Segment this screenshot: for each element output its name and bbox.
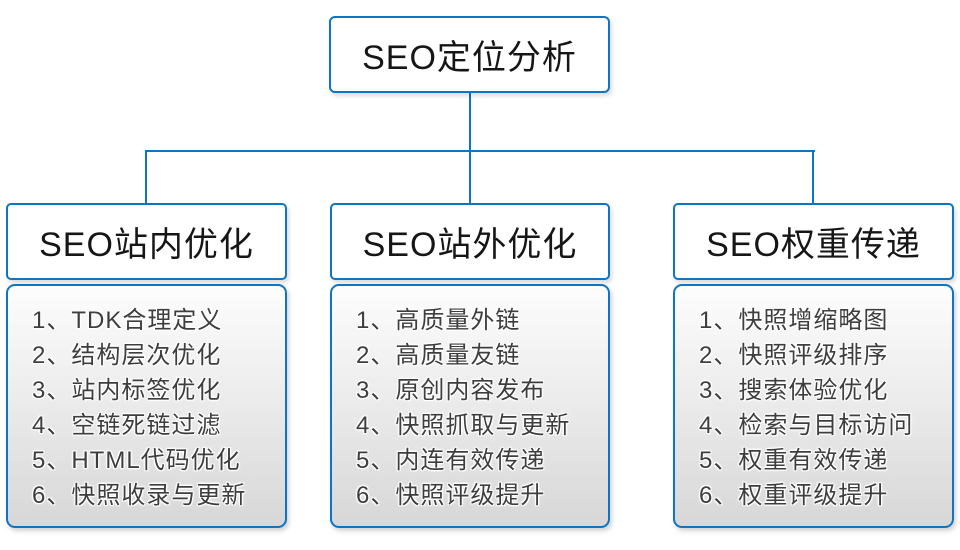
branch-list-weight: 1、快照增缩略图 2、快照评级排序 3、搜索体验优化 4、检索与目标访问 5、权… <box>673 284 954 528</box>
root-node: SEO定位分析 <box>329 16 610 93</box>
connector-horizontal <box>146 150 815 152</box>
list-item: 5、权重有效传递 <box>699 447 889 474</box>
branch-header-weight-label: SEO权重传递 <box>706 226 921 264</box>
branch-list-onsite: 1、TDK合理定义 2、结构层次优化 3、站内标签优化 4、空链死链过滤 5、H… <box>6 284 287 528</box>
root-node-label: SEO定位分析 <box>362 39 577 77</box>
list-item: 3、原创内容发布 <box>356 377 546 404</box>
branch-header-offsite-label: SEO站外优化 <box>362 226 578 264</box>
branch-header-onsite-label: SEO站内优化 <box>39 226 254 264</box>
list-item: 4、检索与目标访问 <box>699 412 914 439</box>
list-item: 2、高质量友链 <box>356 342 521 369</box>
list-item: 1、TDK合理定义 <box>32 307 223 334</box>
list-item: 1、快照增缩略图 <box>699 307 889 334</box>
list-item: 6、权重评级提升 <box>699 482 889 509</box>
list-item: 2、快照评级排序 <box>699 342 889 369</box>
list-item: 4、空链死链过滤 <box>32 412 222 439</box>
connector-drop-right <box>812 150 814 203</box>
list-item: 4、快照抓取与更新 <box>356 412 571 439</box>
branch-list-offsite: 1、高质量外链 2、高质量友链 3、原创内容发布 4、快照抓取与更新 5、内连有… <box>330 284 610 528</box>
branch-header-onsite: SEO站内优化 <box>6 203 287 280</box>
list-item: 6、快照评级提升 <box>356 482 546 509</box>
connector-drop-left <box>145 150 147 203</box>
list-item: 6、快照收录与更新 <box>32 482 247 509</box>
list-item: 1、高质量外链 <box>356 307 521 334</box>
branch-header-offsite: SEO站外优化 <box>330 203 610 280</box>
list-item: 5、内连有效传递 <box>356 447 546 474</box>
connector-drop-center <box>469 150 471 203</box>
list-item: 3、搜索体验优化 <box>699 377 889 404</box>
list-item: 5、HTML代码优化 <box>32 447 241 474</box>
branch-header-weight: SEO权重传递 <box>673 203 954 280</box>
connector-root-vertical <box>469 93 471 152</box>
list-item: 3、站内标签优化 <box>32 377 222 404</box>
list-item: 2、结构层次优化 <box>32 342 222 369</box>
